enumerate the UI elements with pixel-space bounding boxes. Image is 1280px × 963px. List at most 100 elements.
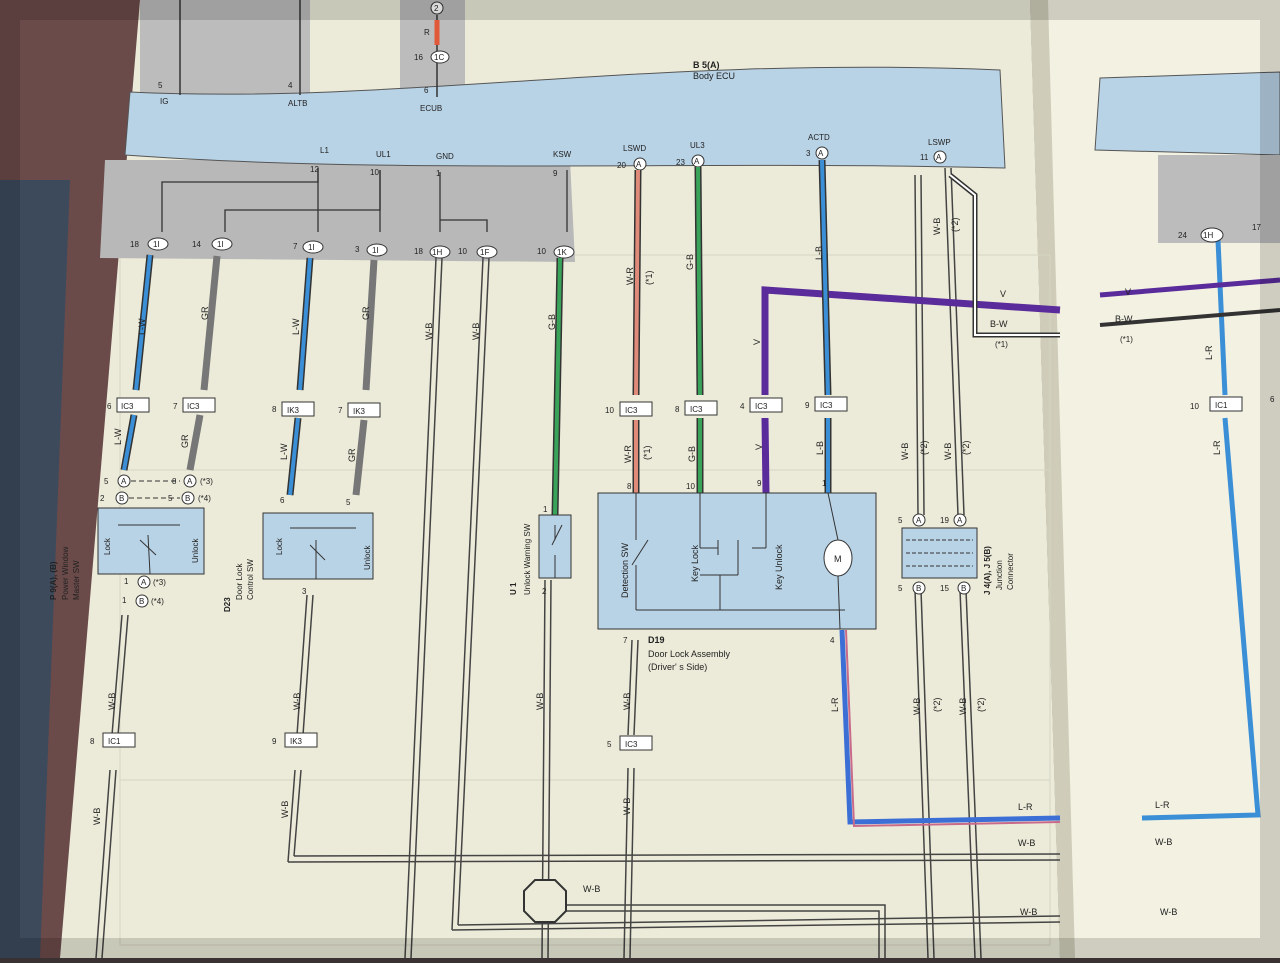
svg-text:A: A xyxy=(187,477,193,486)
junction-connector: 5 A 19 A 5 B 15 B J 4(A), J 5(B) Junctio… xyxy=(898,513,1015,595)
junction-block-area xyxy=(100,160,575,262)
lbl-wb-18: W-B xyxy=(1155,837,1172,847)
wire-g-b-1 xyxy=(551,257,564,516)
svg-text:A: A xyxy=(636,160,642,169)
svg-text:Master SW: Master SW xyxy=(72,560,81,600)
ecu-pin-ig: IG xyxy=(160,97,168,106)
svg-text:4: 4 xyxy=(830,636,835,645)
lbl-note1-c: (*1) xyxy=(642,445,652,460)
lbl-lw-2: L-W xyxy=(291,318,301,335)
lbl-note1-a: (*1) xyxy=(644,270,654,285)
svg-text:5: 5 xyxy=(607,740,612,749)
lbl-note2-c: (*2) xyxy=(961,440,971,455)
ecu-pin-actd: ACTD xyxy=(808,133,830,142)
ecu-name: Body ECU xyxy=(693,71,735,81)
lbl-wb-1: W-B xyxy=(424,323,434,340)
svg-text:(*4): (*4) xyxy=(198,494,211,503)
svg-text:B: B xyxy=(185,494,190,503)
lbl-gr-4: GR xyxy=(347,448,357,462)
svg-text:24: 24 xyxy=(1178,231,1187,240)
svg-text:1: 1 xyxy=(124,577,129,586)
lbl-gr-1: GR xyxy=(200,306,210,320)
lbl-gb-3: G-B xyxy=(687,446,697,462)
ecu-pin-lswd: LSWD xyxy=(623,144,646,153)
svg-text:IK3: IK3 xyxy=(287,406,300,415)
svg-text:5: 5 xyxy=(168,494,173,503)
svg-text:14: 14 xyxy=(192,240,201,249)
lbl-lb-1: L-B xyxy=(814,246,824,260)
lbl-lw-1: L-W xyxy=(137,318,147,335)
lbl-note2-e: (*2) xyxy=(976,697,986,712)
svg-text:D19: D19 xyxy=(648,635,665,645)
svg-text:2: 2 xyxy=(542,587,547,596)
lbl-lr-4: L-R xyxy=(1212,440,1222,455)
svg-text:Unlock Warning SW: Unlock Warning SW xyxy=(523,523,532,595)
svg-text:5: 5 xyxy=(898,584,903,593)
wire-gr-2 xyxy=(352,259,378,496)
wire-w-r xyxy=(632,169,642,493)
body-ecu-band xyxy=(124,66,1006,169)
lbl-lb-2: L-B xyxy=(815,441,825,455)
lbl-wb-19: W-B xyxy=(1160,907,1177,917)
lbl-v-2: V xyxy=(1000,289,1006,299)
lbl-wb-16: W-B xyxy=(1018,838,1035,848)
top-conn-wire-r: R xyxy=(424,28,430,37)
ecu-pin-11: 11 xyxy=(920,153,929,162)
lbl-wr-1: W-R xyxy=(625,267,635,285)
ecu-pin-10: 10 xyxy=(370,168,379,177)
svg-text:IC3: IC3 xyxy=(690,405,703,414)
ecu-pin-9: 9 xyxy=(553,169,558,178)
svg-text:1: 1 xyxy=(822,479,827,488)
svg-text:B: B xyxy=(961,584,966,593)
top-conn-pin-2: 2 xyxy=(434,4,439,13)
svg-text:U 1: U 1 xyxy=(509,582,518,595)
svg-text:15: 15 xyxy=(940,584,949,593)
svg-text:Control SW: Control SW xyxy=(246,559,255,600)
svg-text:Door Lock Assembly: Door Lock Assembly xyxy=(648,649,731,659)
wire-l-r xyxy=(839,239,1261,828)
lbl-wb-6: W-B xyxy=(107,693,117,710)
wire-l-w-1 xyxy=(120,254,154,471)
svg-text:D23: D23 xyxy=(223,597,232,612)
svg-text:A: A xyxy=(936,153,942,162)
ecu-pin-ecub: ECUB xyxy=(420,104,442,113)
svg-text:(*3): (*3) xyxy=(200,477,213,486)
lbl-lr-3: L-R xyxy=(1204,345,1214,360)
svg-text:A: A xyxy=(121,477,127,486)
ecu-pin-4: 4 xyxy=(288,81,293,90)
svg-text:6: 6 xyxy=(1270,395,1275,404)
lbl-wr-2: W-R xyxy=(623,445,633,463)
ecu-pin-ul3: UL3 xyxy=(690,141,705,150)
lbl-gb-1: G-B xyxy=(547,314,557,330)
lbl-wb-14: W-B xyxy=(622,798,632,815)
lbl-bw: B-W xyxy=(990,319,1008,329)
ecu-pin-l1: L1 xyxy=(320,146,329,155)
svg-text:3: 3 xyxy=(302,587,307,596)
svg-text:A: A xyxy=(957,516,963,525)
svg-text:5: 5 xyxy=(346,498,351,507)
lbl-wb-7: W-B xyxy=(292,693,302,710)
svg-text:(*3): (*3) xyxy=(153,578,166,587)
lbl-v-4: V xyxy=(1125,287,1131,297)
right-page-connectors: 24 1H 17 10 IC1 6 xyxy=(1178,223,1275,412)
ecu-pin-lswp: LSWP xyxy=(928,138,951,147)
lbl-lr-1: L-R xyxy=(830,697,840,712)
wire-g-b-2 xyxy=(694,166,704,493)
power-window-master-sw: A B 5 2 8 5 A B (*3) (*4) Lock Unlock 1 … xyxy=(49,474,213,608)
wire-w-b-group xyxy=(95,167,1061,959)
door-lock-assembly: 8 10 9 1 Detection SW Key Lock Key Unloc… xyxy=(597,479,877,672)
svg-text:Unlock: Unlock xyxy=(363,545,372,570)
lbl-wb-17: W-B xyxy=(1020,907,1037,917)
connector-row: 6 IC3 7 IC3 8 IK3 7 IK3 10 IC3 8 IC3 4 I… xyxy=(107,396,848,418)
svg-text:(*4): (*4) xyxy=(151,597,164,606)
svg-text:IK3: IK3 xyxy=(290,737,303,746)
svg-text:19: 19 xyxy=(940,516,949,525)
svg-text:Key Unlock: Key Unlock xyxy=(774,544,784,590)
svg-text:IC3: IC3 xyxy=(625,740,638,749)
svg-text:17: 17 xyxy=(1252,223,1261,232)
svg-text:1I: 1I xyxy=(372,246,379,255)
svg-text:IC3: IC3 xyxy=(625,406,638,415)
svg-text:IC3: IC3 xyxy=(755,402,768,411)
svg-text:IC3: IC3 xyxy=(187,402,200,411)
svg-text:8: 8 xyxy=(90,737,95,746)
